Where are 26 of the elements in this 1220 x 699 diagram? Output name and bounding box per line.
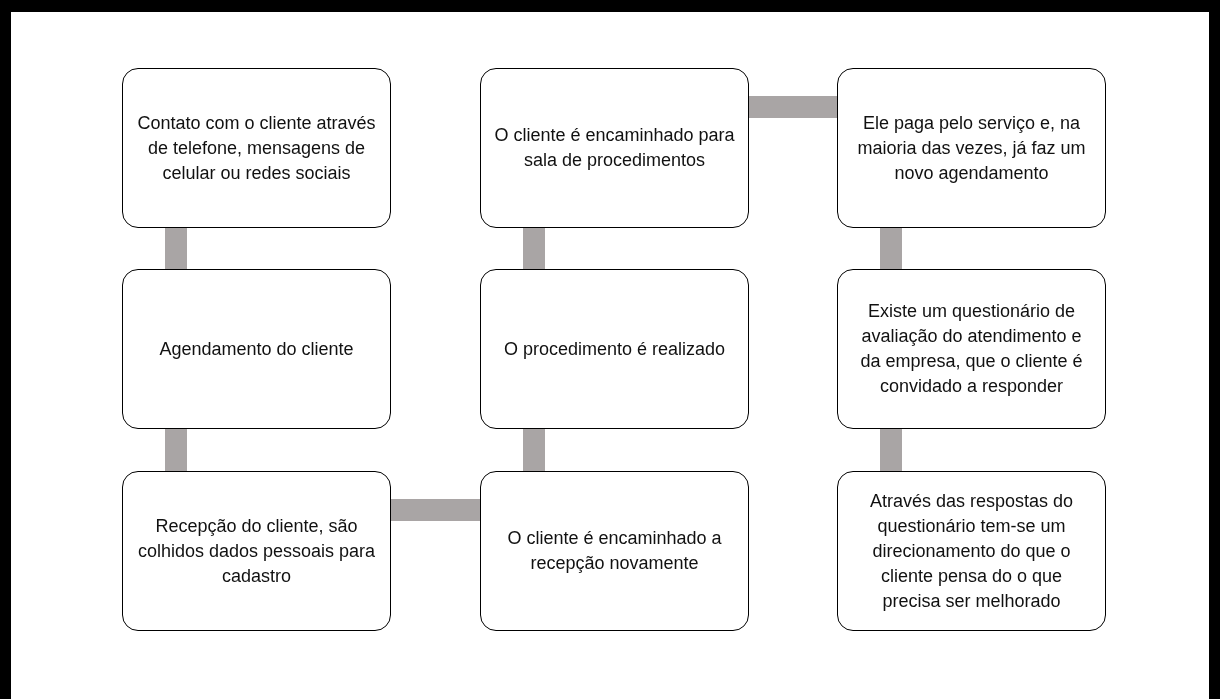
step-text: Ele paga pelo serviço e, na maioria das vezes, já faz um novo agendamento <box>856 111 1087 185</box>
step-text: Existe um questionário de avaliação do atendimento e da empresa, que o cliente é convidado a responder <box>859 300 1084 398</box>
process-box <box>122 269 391 429</box>
process-box <box>837 68 1106 228</box>
connector-bar <box>523 228 545 269</box>
process-box <box>480 68 749 228</box>
step-text: Recepção do cliente, são colhidos dados pessoais para cadastro <box>136 514 377 588</box>
process-box <box>122 471 391 631</box>
process-box <box>480 269 749 429</box>
connector-bar <box>165 228 187 269</box>
step-text: O cliente é encaminhado a recepção novamente <box>506 527 723 575</box>
connector-bar <box>165 429 187 471</box>
process-box <box>837 269 1106 429</box>
step-text: O procedimento é realizado <box>503 337 726 361</box>
step-text: Através das respostas do questionário tem-se um direcionamento do que o cliente pensa do o que precisa ser melhorado <box>868 489 1075 613</box>
step-text: Contato com o cliente através de telefone, mensagens de celular ou redes sociais <box>136 111 377 185</box>
connector-bar <box>880 429 902 471</box>
process-box <box>837 471 1106 631</box>
step-text: O cliente é encaminhado para sala de procedimentos <box>493 124 736 172</box>
connector-bar <box>880 228 902 269</box>
connector-bar <box>523 429 545 471</box>
connector-bar <box>749 96 837 118</box>
process-box <box>480 471 749 631</box>
process-box <box>122 68 391 228</box>
connector-bar <box>391 499 480 521</box>
step-text: Agendamento do cliente <box>159 337 354 361</box>
